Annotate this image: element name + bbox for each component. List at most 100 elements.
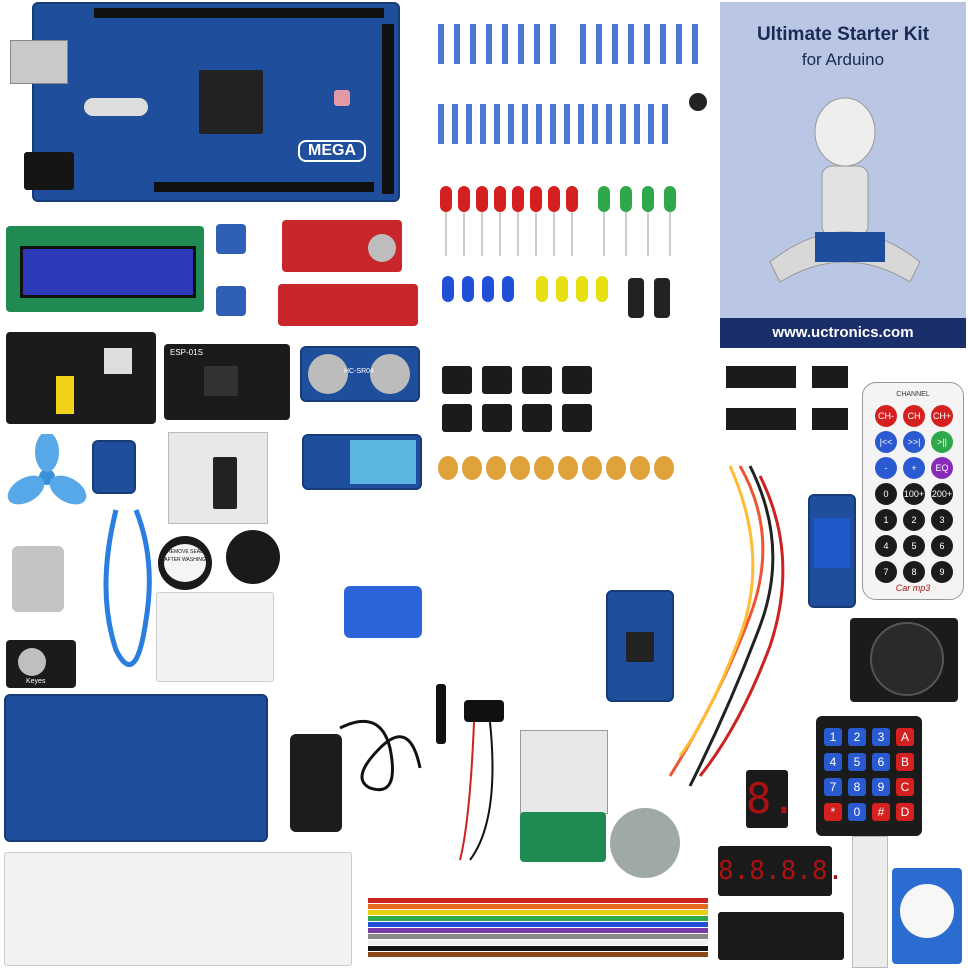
joystick-module <box>850 618 958 702</box>
remote-brand: Car mp3 <box>895 583 931 593</box>
gyroscope-module <box>92 440 136 494</box>
remote-button: - <box>875 457 897 479</box>
bar-graph-display <box>718 912 844 960</box>
remote-button: 3 <box>931 509 953 531</box>
single-digit-value: 8. <box>746 774 797 823</box>
keypad-key: B <box>896 753 914 771</box>
keypad-key: # <box>872 803 890 821</box>
remote-button: |<< <box>875 431 897 453</box>
remote-button: CH- <box>875 405 897 427</box>
prototype-shield <box>4 694 268 842</box>
microphone <box>368 234 396 262</box>
potentiometer-2 <box>216 286 246 316</box>
yellow-leds <box>536 276 608 302</box>
ultrasonic-label: HC-SR04 <box>344 368 374 375</box>
green-leds <box>598 186 676 212</box>
remote-button: >>| <box>903 431 925 453</box>
mega-label: MEGA <box>298 140 366 162</box>
pir-dome <box>900 884 954 938</box>
dupont-ribbon-cable <box>368 898 708 957</box>
remote-button: 5 <box>903 535 925 557</box>
power-adapter <box>290 734 342 832</box>
keypad-key: 7 <box>824 778 842 796</box>
water-sensor-module <box>278 284 418 326</box>
usb-cable <box>103 509 152 667</box>
rtc-module <box>606 590 674 702</box>
power-jack <box>24 152 74 190</box>
stepper-motor <box>610 808 680 878</box>
remote-header: CHANNEL <box>896 391 930 398</box>
main-chip <box>199 70 263 134</box>
robot-illustration <box>769 97 921 283</box>
remote-button: 4 <box>875 535 897 557</box>
usb-socket <box>104 348 132 374</box>
driver-chip <box>213 457 237 509</box>
remote-button: 100+ <box>903 483 925 505</box>
keypad-key: 8 <box>848 778 866 796</box>
matrix-driver-board <box>520 812 606 862</box>
reset-button <box>334 90 350 106</box>
keypad-key: 3 <box>872 728 890 746</box>
led-legs <box>445 212 671 256</box>
remote-button: EQ <box>931 457 953 479</box>
ic-chips <box>726 366 848 430</box>
keypad-key: 4 <box>824 753 842 771</box>
jumper-wire-bundle <box>668 465 785 787</box>
dht-grille <box>350 440 416 484</box>
remote-button: 200+ <box>931 483 953 505</box>
product-box-title: Ultimate Starter Kit <box>756 24 930 45</box>
remote-button: 2 <box>903 509 925 531</box>
mini-breadboard <box>156 592 274 682</box>
esp-label: ESP-01S <box>170 348 203 357</box>
bottom-header <box>154 182 374 192</box>
encoder-knob <box>18 648 46 676</box>
push-buttons <box>442 366 592 432</box>
remote-button: 6 <box>931 535 953 557</box>
blue-leds <box>442 276 514 302</box>
remote-button: + <box>903 457 925 479</box>
stepper-driver-board <box>168 432 268 524</box>
buzzer-seal: REMOVE SEAL AFTER WASHING <box>164 544 206 582</box>
resistor-row-2 <box>438 93 707 144</box>
keypad-key: 0 <box>848 803 866 821</box>
relay-module <box>808 494 856 608</box>
product-box-url: www.uctronics.com <box>720 318 966 348</box>
power-jumpers <box>56 376 74 414</box>
remote-button: CH <box>903 405 925 427</box>
keypad-key: 9 <box>872 778 890 796</box>
esp-module: ESP-01S <box>164 344 290 420</box>
remote-button: CH+ <box>931 405 953 427</box>
keypad-key: C <box>896 778 914 796</box>
ceramic-capacitors <box>438 456 674 480</box>
product-box-subtitle: for Arduino <box>801 50 885 69</box>
keypad-key: 2 <box>848 728 866 746</box>
remote-button: 1 <box>875 509 897 531</box>
battery-clip <box>436 684 504 861</box>
arduino-mega-board: MEGA <box>10 2 400 202</box>
lcd-screen <box>20 246 196 298</box>
breadboard-power-module <box>6 332 156 424</box>
fan-blade <box>7 434 87 505</box>
red-leds <box>440 186 578 212</box>
full-breadboard <box>4 852 352 966</box>
keypad-key: 1 <box>824 728 842 746</box>
keypad-key: * <box>824 803 842 821</box>
buzzer: REMOVE SEAL AFTER WASHING <box>158 536 212 590</box>
led-group <box>440 186 676 318</box>
adapter-cable <box>339 719 422 791</box>
capacitors <box>628 278 670 318</box>
remote-button: >|| <box>931 431 953 453</box>
resistor-row-1 <box>438 24 698 64</box>
keypad-key: 5 <box>848 753 866 771</box>
remote-button: 7 <box>875 561 897 583</box>
sound-sensor-module <box>282 220 402 272</box>
esp-chip <box>204 366 238 396</box>
joystick-knob <box>870 622 944 696</box>
ultrasonic-transmitter <box>308 354 348 394</box>
led-matrix <box>520 730 608 814</box>
remote-button: 9 <box>931 561 953 583</box>
servo-motor <box>344 586 422 638</box>
single-digit-display: 8. <box>746 770 797 828</box>
